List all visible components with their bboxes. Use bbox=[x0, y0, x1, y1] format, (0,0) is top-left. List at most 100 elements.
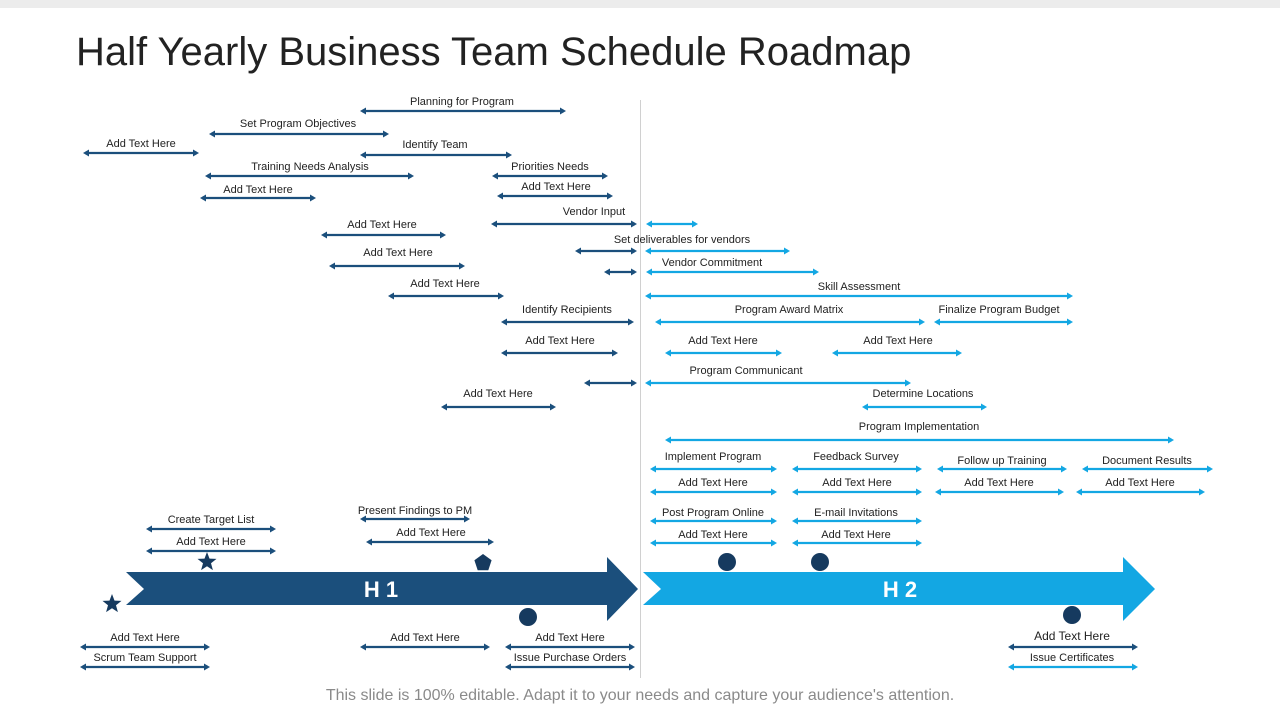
task-label: Add Text Here bbox=[363, 247, 433, 259]
task-bar bbox=[388, 292, 504, 300]
task-bar bbox=[1008, 643, 1138, 651]
task-bar bbox=[575, 247, 637, 255]
task-label: Vendor Input bbox=[563, 206, 625, 218]
task-label: Scrum Team Support bbox=[93, 652, 196, 664]
task-bar bbox=[200, 194, 316, 202]
task-bar bbox=[441, 403, 556, 411]
task-bar bbox=[491, 220, 637, 228]
task-bar bbox=[505, 663, 635, 671]
task-label: Issue Certificates bbox=[1030, 652, 1115, 664]
task-label: Feedback Survey bbox=[813, 451, 899, 463]
task-bar bbox=[209, 130, 389, 138]
task-label: Add Text Here bbox=[821, 529, 891, 541]
task-label: Add Text Here bbox=[463, 388, 533, 400]
task-bar bbox=[205, 172, 414, 180]
top-band bbox=[0, 0, 1280, 8]
task-label: Determine Locations bbox=[873, 388, 974, 400]
task-label: Priorities Needs bbox=[511, 161, 589, 173]
task-bar bbox=[321, 231, 446, 239]
task-label: Set deliverables for vendors bbox=[614, 234, 751, 246]
task-bar bbox=[650, 517, 777, 525]
task-bar bbox=[360, 151, 512, 159]
milestone-pentagon-icon bbox=[474, 554, 492, 571]
task-bar bbox=[645, 379, 911, 387]
task-bar bbox=[665, 436, 1174, 444]
task-bar-segment bbox=[584, 379, 637, 387]
task-label: Add Text Here bbox=[964, 477, 1034, 489]
task-bar-segment bbox=[604, 268, 637, 276]
task-bar bbox=[665, 349, 782, 357]
task-label: Create Target List bbox=[168, 514, 255, 526]
milestone-circle-icon bbox=[519, 608, 537, 626]
phase-layer: H 1 H 2 bbox=[126, 557, 1155, 621]
task-bar bbox=[1082, 465, 1213, 473]
task-bar bbox=[360, 107, 566, 115]
task-bar bbox=[329, 262, 465, 270]
task-label: Follow up Training bbox=[957, 455, 1046, 467]
task-bar bbox=[80, 663, 210, 671]
task-label: Add Text Here bbox=[1034, 629, 1110, 643]
task-bar bbox=[1076, 488, 1205, 496]
milestone-circle-icon bbox=[1063, 606, 1081, 624]
task-bar bbox=[792, 488, 922, 496]
task-label: Present Findings to PM bbox=[358, 505, 472, 517]
task-bar bbox=[492, 172, 608, 180]
task-label: Identify Team bbox=[402, 139, 467, 151]
task-label: Add Text Here bbox=[176, 536, 246, 548]
task-bar bbox=[655, 318, 925, 326]
task-label: Finalize Program Budget bbox=[938, 304, 1059, 316]
task-bar bbox=[146, 547, 276, 555]
half-year-divider bbox=[640, 100, 641, 678]
task-bar bbox=[650, 465, 777, 473]
task-label: Identify Recipients bbox=[522, 304, 612, 316]
task-label: Add Text Here bbox=[863, 335, 933, 347]
task-label: Add Text Here bbox=[390, 632, 460, 644]
phase-arrow bbox=[126, 557, 638, 621]
milestone-circle-icon bbox=[811, 553, 829, 571]
task-bar bbox=[501, 349, 618, 357]
task-label: Add Text Here bbox=[410, 278, 480, 290]
phase-arrow bbox=[643, 557, 1155, 621]
milestone-circle-icon bbox=[718, 553, 736, 571]
task-bar bbox=[650, 539, 777, 547]
task-label: Add Text Here bbox=[822, 477, 892, 489]
phase-label: H 1 bbox=[364, 577, 398, 602]
task-bar bbox=[792, 465, 922, 473]
task-label: Add Text Here bbox=[347, 219, 417, 231]
task-label: Implement Program bbox=[665, 451, 762, 463]
task-label: Vendor Commitment bbox=[662, 257, 762, 269]
task-bar bbox=[792, 517, 922, 525]
task-label: Issue Purchase Orders bbox=[514, 652, 627, 664]
task-label: Add Text Here bbox=[223, 184, 293, 196]
task-label: Training Needs Analysis bbox=[251, 161, 369, 173]
task-label: Set Program Objectives bbox=[240, 118, 357, 130]
task-bar bbox=[80, 643, 210, 651]
task-bar bbox=[505, 643, 635, 651]
task-label: Add Text Here bbox=[396, 527, 466, 539]
task-label: Program Implementation bbox=[859, 421, 979, 433]
task-label: Document Results bbox=[1102, 455, 1192, 467]
milestone-star-icon bbox=[197, 552, 217, 571]
task-bar bbox=[650, 488, 777, 496]
task-label: Program Communicant bbox=[689, 365, 802, 377]
task-label: Add Text Here bbox=[678, 477, 748, 489]
task-bar bbox=[862, 403, 987, 411]
task-label: Add Text Here bbox=[110, 632, 180, 644]
task-bar bbox=[366, 538, 494, 546]
page-title: Half Yearly Business Team Schedule Roadm… bbox=[76, 30, 912, 74]
task-bar bbox=[497, 192, 613, 200]
task-label: Add Text Here bbox=[525, 335, 595, 347]
task-bar bbox=[792, 539, 922, 547]
task-bar bbox=[501, 318, 634, 326]
task-bar bbox=[645, 292, 1073, 300]
task-bar bbox=[1008, 663, 1138, 671]
task-label: Skill Assessment bbox=[818, 281, 901, 293]
phase-label: H 2 bbox=[883, 577, 917, 602]
task-bar bbox=[146, 525, 276, 533]
task-bar bbox=[935, 488, 1064, 496]
task-bar bbox=[937, 465, 1067, 473]
task-label: Planning for Program bbox=[410, 96, 514, 108]
task-bar bbox=[646, 268, 819, 276]
